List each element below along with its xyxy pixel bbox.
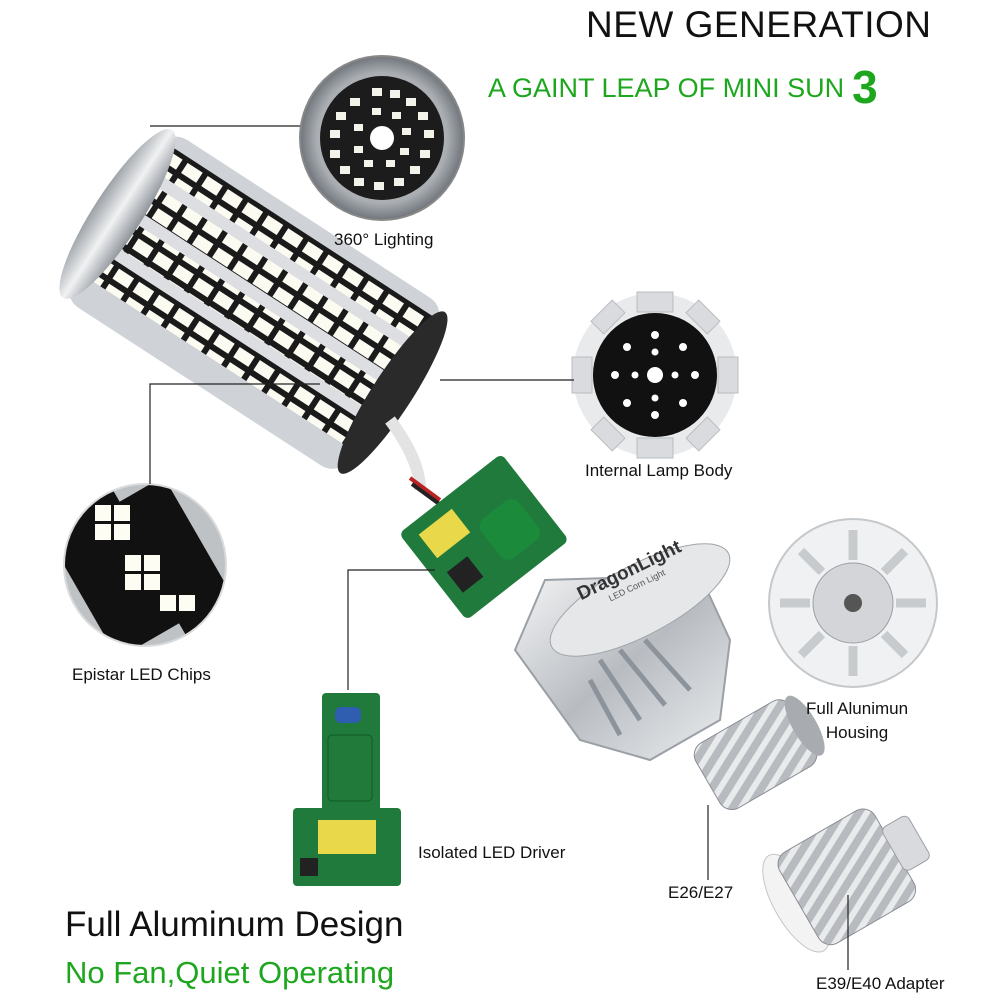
internal-lamp-body-callout — [571, 291, 739, 459]
driver-pcb-large — [293, 693, 401, 886]
label-housing-line1: Full Alunimun — [806, 699, 909, 718]
headline-title: NEW GENERATION — [586, 4, 932, 45]
lighting-360-callout — [299, 55, 465, 221]
aluminum-housing — [513, 543, 732, 762]
subtitle-text: A GAINT LEAP OF MINI SUN — [488, 73, 845, 103]
label-isolated-driver: Isolated LED Driver — [418, 843, 566, 862]
label-housing: Full Alunimun Housing — [806, 697, 908, 745]
e26-base — [693, 695, 825, 811]
label-internal-lamp-body: Internal Lamp Body — [585, 461, 733, 480]
label-housing-line2: Housing — [825, 723, 889, 742]
driver-pcb-small — [401, 455, 567, 618]
label-e26-base: E26/E27 — [668, 883, 734, 902]
spring-wire — [385, 416, 426, 491]
led-cylinder — [59, 129, 448, 474]
label-360-lighting: 360° Lighting — [334, 230, 434, 249]
housing-callout — [768, 518, 938, 688]
subtitle-number: 3 — [852, 61, 878, 113]
e39-adapter — [762, 808, 930, 953]
epistar-chips-callout — [63, 483, 227, 647]
label-e39-adapter: E39/E40 Adapter — [816, 974, 945, 993]
footer-headline: Full Aluminum Design — [65, 905, 404, 944]
footer-tagline: No Fan,Quiet Operating — [65, 955, 395, 990]
label-epistar-chips: Epistar LED Chips — [72, 665, 211, 684]
